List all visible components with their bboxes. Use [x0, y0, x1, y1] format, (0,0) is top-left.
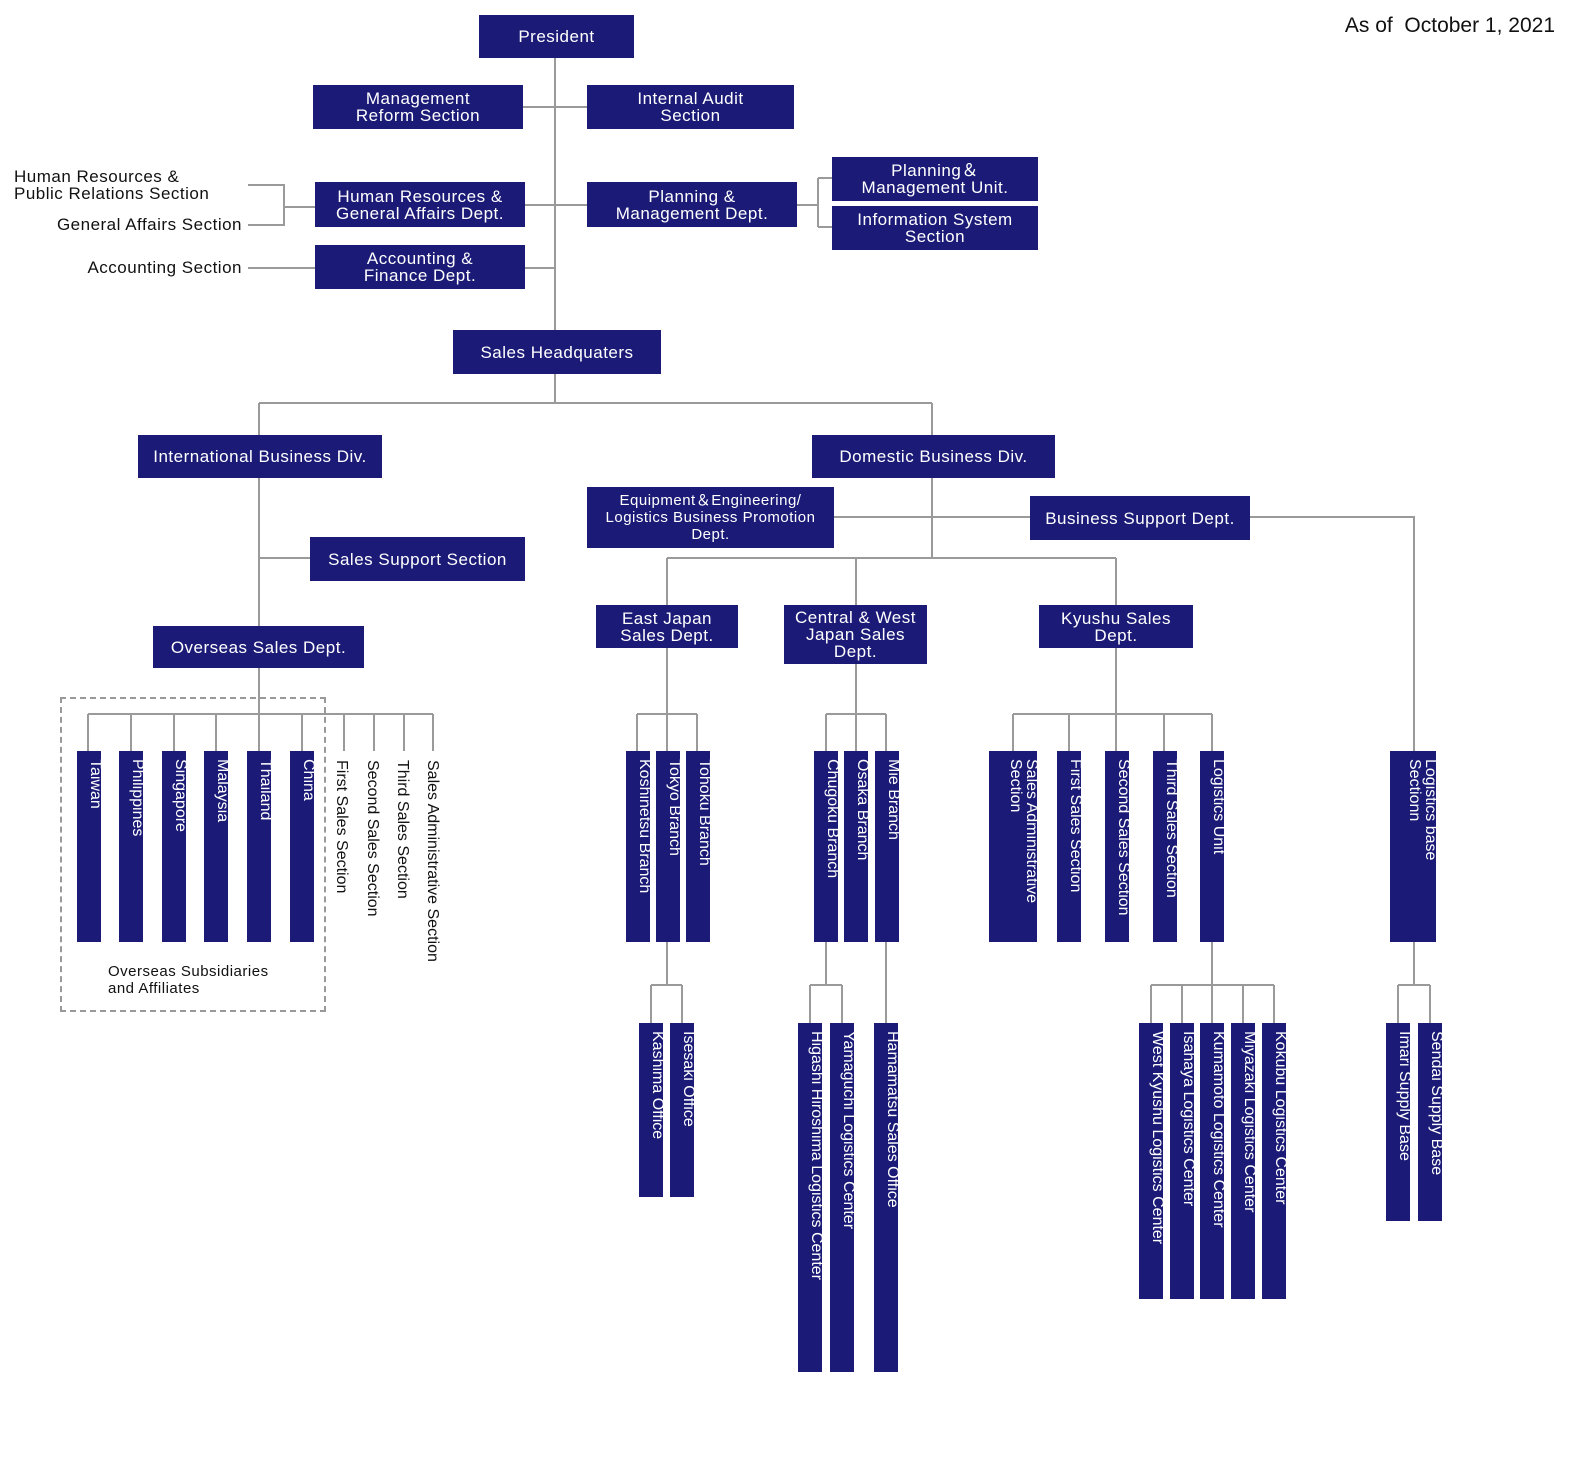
- kyushu-section-0-label: Sales Administrative Section: [1007, 759, 1037, 904]
- supply-base-1-label: Sendai Supply Base: [1428, 1031, 1442, 1176]
- accounting-finance-dept-box: Accounting & Finance Dept.: [315, 245, 525, 289]
- east-branch-2: Tohoku Branch: [686, 751, 710, 942]
- supply-base-0: Imari Supply Base: [1386, 1023, 1410, 1221]
- chugoku-center-1-label: Yamaguchi Logistics Center: [840, 1031, 854, 1230]
- subsidiary-5: China: [290, 751, 314, 942]
- chugoku-center-1: Yamaguchi Logistics Center: [830, 1023, 854, 1372]
- chugoku-center-0-label: Higashi Hiroshima Logistics Center: [808, 1031, 822, 1280]
- mie-office-0: Hamamatsu Sales Office: [874, 1023, 898, 1372]
- logistics-center-0: West Kyushu Logistics Center: [1139, 1023, 1163, 1299]
- subsidiary-2: Singapore: [162, 751, 186, 942]
- tokyo-office-1-label: Isesaki Office: [680, 1031, 694, 1127]
- east-branch-2-label: Tohoku Branch: [696, 759, 710, 866]
- logistics-center-4-label: Kokubu Logistics Center: [1272, 1031, 1286, 1205]
- logistics-center-2: Kumamoto Logistics Center: [1200, 1023, 1224, 1299]
- domestic-business-div-box: Domestic Business Div.: [812, 435, 1055, 478]
- central-branch-1: Osaka Branch: [844, 751, 868, 942]
- subsidiary-4-label: Thailand: [257, 759, 271, 821]
- kyushu-section-1: First Sales Section: [1057, 751, 1081, 942]
- planning-management-unit-box: Planning＆ Management Unit.: [832, 157, 1038, 201]
- logistics-center-0-label: West Kyushu Logistics Center: [1149, 1031, 1163, 1245]
- logistics-center-4: Kokubu Logistics Center: [1262, 1023, 1286, 1299]
- international-section-2: Third Sales Section: [394, 760, 411, 899]
- overseas-sales-dept-box: Overseas Sales Dept.: [153, 626, 364, 668]
- subsidiary-4: Thailand: [247, 751, 271, 942]
- east-branch-1-label: Tokyo Branch: [666, 759, 680, 856]
- sales-support-section-box: Sales Support Section: [310, 537, 525, 581]
- kyushu-section-0: Sales Administrative Section: [989, 751, 1037, 942]
- overseas-subsidiaries-caption: Overseas Subsidiaries and Affiliates: [108, 963, 269, 997]
- kyushu-section-2: Second Sales Section: [1105, 751, 1129, 942]
- logistics-center-3-label: Miyazaki Logistics Center: [1241, 1031, 1255, 1213]
- logistics-base-section-label: Logistics base Sectionn: [1406, 759, 1436, 861]
- subsidiary-0: Taiwan: [77, 751, 101, 942]
- president-box: President: [479, 15, 634, 58]
- central-branch-0-label: Chugoku Branch: [824, 759, 838, 879]
- logistics-center-1-label: Isahaya Logistics Center: [1180, 1031, 1194, 1207]
- central-branch-2: Mie Branch: [875, 751, 899, 942]
- internal-audit-section-box: Internal Audit Section: [587, 85, 794, 129]
- supply-base-1: Sendai Supply Base: [1418, 1023, 1442, 1221]
- international-section-0: First Sales Section: [333, 760, 350, 894]
- management-reform-section-box: Management Reform Section: [313, 85, 523, 129]
- central-branch-2-label: Mie Branch: [885, 759, 899, 840]
- east-branch-1: Tokyo Branch: [656, 751, 680, 942]
- central-branch-1-label: Osaka Branch: [854, 759, 868, 861]
- logistics-center-2-label: Kumamoto Logistics Center: [1210, 1031, 1224, 1228]
- subsidiary-2-label: Singapore: [172, 759, 186, 832]
- kyushu-section-4: Logistics Unit: [1200, 751, 1224, 942]
- subsidiary-1-label: Philippines: [129, 759, 143, 837]
- logistics-center-3: Miyazaki Logistics Center: [1231, 1023, 1255, 1299]
- east-branch-0-label: Koshinetsu Branch: [636, 759, 650, 894]
- as-of-date: As of October 1, 2021: [1344, 14, 1555, 37]
- east-japan-sales-dept-box: East Japan Sales Dept.: [596, 605, 738, 648]
- tokyo-office-0-label: Kashima Office: [649, 1031, 663, 1140]
- information-system-section-box: Information System Section: [832, 206, 1038, 250]
- kyushu-section-1-label: First Sales Section: [1067, 759, 1081, 893]
- subsidiary-5-label: China: [300, 759, 314, 801]
- kyushu-section-4-label: Logistics Unit: [1210, 759, 1224, 855]
- planning-management-dept-box: Planning & Management Dept.: [587, 182, 797, 227]
- subsidiary-3-label: Malaysia: [214, 759, 228, 823]
- supply-base-0-label: Imari Supply Base: [1396, 1031, 1410, 1161]
- accounting-section-label: Accounting Section: [87, 258, 242, 277]
- kyushu-section-2-label: Second Sales Section: [1115, 759, 1129, 916]
- overseas-subsidiaries-frame: [60, 697, 326, 1012]
- tokyo-office-1: Isesaki Office: [670, 1023, 694, 1197]
- kyushu-sales-dept-box: Kyushu Sales Dept.: [1039, 605, 1193, 648]
- subsidiary-3: Malaysia: [204, 751, 228, 942]
- kyushu-section-3: Third Sales Section: [1153, 751, 1177, 942]
- subsidiary-0-label: Taiwan: [87, 759, 101, 809]
- subsidiary-1: Philippines: [119, 751, 143, 942]
- chugoku-center-0: Higashi Hiroshima Logistics Center: [798, 1023, 822, 1372]
- mie-office-0-label: Hamamatsu Sales Office: [884, 1031, 898, 1208]
- international-section-1: Second Sales Section: [364, 760, 381, 917]
- hr-public-relations-section-label: Human Resources & Public Relations Secti…: [14, 167, 210, 203]
- international-section-3: Sales Administrative Section: [424, 760, 441, 962]
- equipment-engineering-dept-box: Equipment＆Engineering/ Logistics Busines…: [587, 487, 834, 548]
- general-affairs-section-label: General Affairs Section: [56, 215, 242, 234]
- central-branch-0: Chugoku Branch: [814, 751, 838, 942]
- logistics-center-1: Isahaya Logistics Center: [1170, 1023, 1194, 1299]
- international-business-div-box: International Business Div.: [138, 435, 382, 478]
- logistics-base-section: Logistics base Sectionn: [1390, 751, 1436, 942]
- business-support-dept-box: Business Support Dept.: [1030, 496, 1250, 540]
- tokyo-office-0: Kashima Office: [639, 1023, 663, 1197]
- east-branch-0: Koshinetsu Branch: [626, 751, 650, 942]
- central-west-japan-sales-dept-box: Central & West Japan Sales Dept.: [784, 605, 927, 664]
- hr-general-affairs-dept-box: Human Resources & General Affairs Dept.: [315, 182, 525, 227]
- kyushu-section-3-label: Third Sales Section: [1163, 759, 1177, 898]
- sales-headquarters-box: Sales Headquaters: [453, 330, 661, 374]
